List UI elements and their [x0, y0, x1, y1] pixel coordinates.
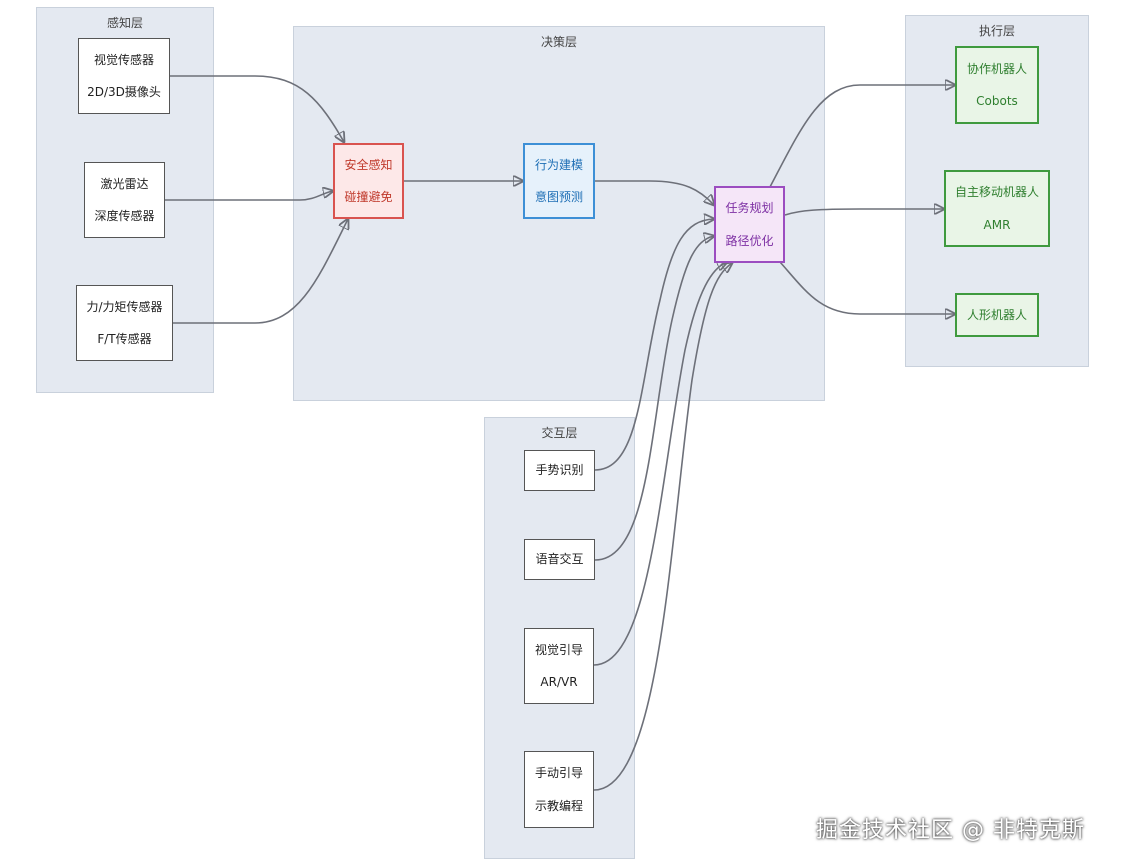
safety-sublabel: 碰撞避免 [344, 190, 393, 204]
decision-layer-title: 决策层 [540, 35, 577, 49]
voice-label: 语音交互 [535, 552, 584, 567]
edge-planning-to-humanoid [779, 261, 955, 314]
edge-gesture-to-planning [594, 219, 714, 471]
force-sensor-label: 力/力矩传感器 [86, 299, 163, 314]
edge-manual-guide-to-planning [593, 263, 732, 791]
execution-layer-title: 执行层 [978, 24, 1015, 38]
edge-planning-to-amr [784, 209, 944, 216]
edge-planning-to-cobots [769, 85, 955, 188]
lidar-sublabel: 深度传感器 [94, 209, 155, 223]
edge-vision-to-safety [170, 75, 344, 142]
amr-node[interactable]: 自主移动机器人 AMR [944, 170, 1050, 247]
humanoid-node[interactable]: 人形机器人 [955, 293, 1039, 337]
lidar-label: 激光雷达 [100, 176, 149, 191]
edge-lidar-to-safety [165, 191, 333, 201]
edge-force-to-safety [172, 219, 348, 324]
planning-label: 任务规划 [725, 201, 774, 216]
interaction-layer-title: 交互层 [541, 426, 578, 440]
behavior-label: 行为建模 [534, 157, 583, 172]
cobots-node[interactable]: 协作机器人 Cobots [955, 46, 1039, 124]
amr-sublabel: AMR [983, 217, 1011, 232]
cobots-label: 协作机器人 [966, 61, 1027, 76]
behavior-sublabel: 意图预测 [534, 190, 583, 204]
perception-layer-title: 感知层 [106, 16, 143, 30]
lidar-node[interactable]: 激光雷达 深度传感器 [84, 162, 165, 238]
gesture-label: 手势识别 [535, 463, 584, 478]
vision-sensor-label: 视觉传感器 [93, 52, 154, 67]
safety-label: 安全感知 [344, 157, 393, 172]
vision-sensor-node[interactable]: 视觉传感器 2D/3D摄像头 [78, 38, 170, 114]
behavior-node[interactable]: 行为建模 意图预测 [523, 143, 595, 219]
planning-node[interactable]: 任务规划 路径优化 [714, 186, 785, 263]
watermark: 掘金技术社区 @ 非特克斯 [816, 818, 1085, 843]
manual-guide-node[interactable]: 手动引导 示教编程 [524, 751, 594, 828]
manual-guide-sublabel: 示教编程 [534, 798, 583, 813]
safety-node[interactable]: 安全感知 碰撞避免 [333, 143, 404, 219]
manual-guide-label: 手动引导 [534, 766, 583, 781]
visual-guide-node[interactable]: 视觉引导 AR/VR [524, 628, 594, 704]
edge-voice-to-planning [594, 236, 714, 561]
vision-sensor-sublabel: 2D/3D摄像头 [87, 85, 161, 99]
force-sensor-node[interactable]: 力/力矩传感器 F/T传感器 [76, 285, 173, 361]
voice-node[interactable]: 语音交互 [524, 539, 595, 580]
visual-guide-sublabel: AR/VR [540, 675, 578, 689]
cobots-sublabel: Cobots [976, 94, 1018, 108]
amr-label: 自主移动机器人 [954, 185, 1039, 200]
gesture-node[interactable]: 手势识别 [524, 450, 595, 491]
planning-sublabel: 路径优化 [725, 233, 774, 248]
visual-guide-label: 视觉引导 [534, 642, 583, 657]
force-sensor-sublabel: F/T传感器 [97, 332, 152, 346]
edge-behavior-to-planning [595, 180, 714, 205]
edge-visual-guide-to-planning [593, 262, 727, 666]
humanoid-label: 人形机器人 [966, 307, 1027, 322]
